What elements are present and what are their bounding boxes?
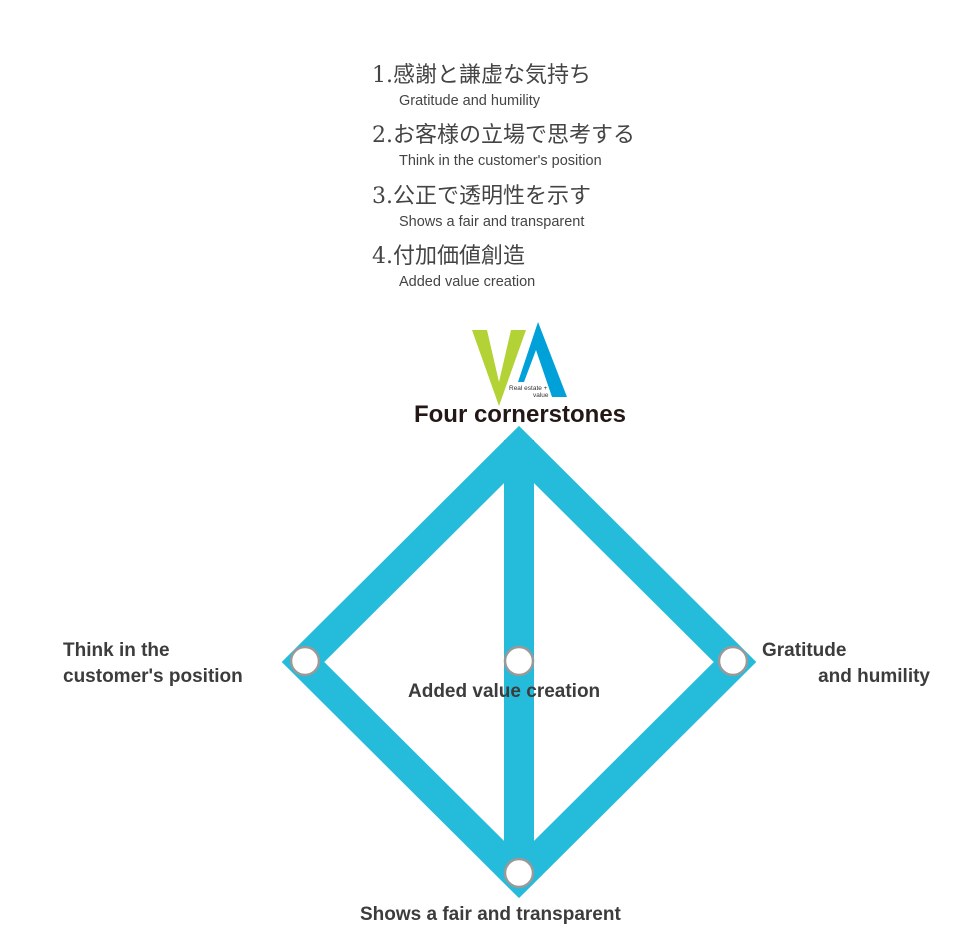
principle-jp: 2.お客様の立場で思考する [372,123,635,148]
left-label-line: customer's position [63,666,243,687]
node-left [289,645,321,677]
node-right [717,645,749,677]
va-logo: Real estate + value [472,322,567,406]
principle-4: 4.付加価値創造 Added value creation [372,244,535,290]
principle-jp: 4.付加価値創造 [372,244,525,269]
principle-en: Gratitude and humility [399,93,541,109]
svg-text:Real estate +: Real estate + [509,385,548,392]
left-label-line: Think in the [63,640,170,661]
bottom-label: Shows a fair and transparent [360,904,621,925]
principle-1: 1.感謝と謙虚な気持ち Gratitude and humility [372,63,591,109]
right-label-line: and humility [818,666,930,687]
principle-jp: 1.感謝と謙虚な気持ち [372,63,591,88]
principle-en: Think in the customer's position [399,153,602,169]
principle-2: 2.お客様の立場で思考する Think in the customer's po… [372,123,635,169]
right-label-line: Gratitude [762,640,847,661]
node-center [503,645,535,677]
principle-en: Shows a fair and transparent [399,214,585,230]
left-label: Think in the customer's position [63,638,243,690]
node-bottom [503,857,535,889]
principle-en: Added value creation [399,274,536,290]
svg-text:value: value [533,392,549,399]
center-label: Added value creation [408,681,601,702]
principle-3: 3.公正で透明性を示す Shows a fair and transparent [372,184,591,230]
diagram-title: Four cornerstones [413,401,627,428]
right-label: Gratitude and humility [762,638,930,690]
principle-jp: 3.公正で透明性を示す [372,184,591,209]
